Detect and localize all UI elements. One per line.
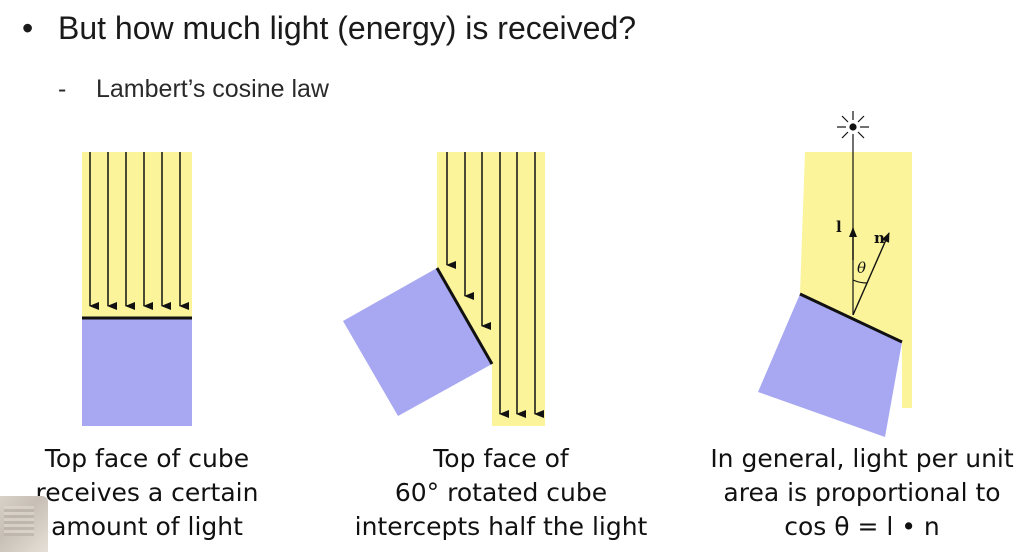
light-vector-label: l	[836, 218, 842, 236]
caption-line: Top face of cube	[44, 444, 250, 473]
top-face-edge	[435, 267, 494, 365]
light-region	[437, 152, 545, 426]
webcam-thumbnail	[0, 496, 48, 552]
caption-rotated-cube: Top face of 60° rotated cube intercepts …	[340, 442, 662, 544]
slide-heading: But how much light (energy) is received?	[58, 10, 637, 46]
bullet-marker: •	[22, 10, 34, 46]
light-rays	[89, 152, 189, 310]
caption-line: In general, light per unit	[710, 444, 1014, 473]
caption-line: cos θ = l • n	[784, 512, 940, 541]
diagram-rotated-cube	[343, 152, 545, 426]
caption-line: amount of light	[51, 512, 243, 541]
normal-vector-label: n	[874, 229, 885, 247]
light-region	[800, 152, 912, 408]
normal-vector	[852, 232, 890, 316]
caption-line: area is proportional to	[723, 478, 1001, 507]
light-region	[82, 152, 192, 318]
cube-face	[82, 318, 192, 426]
diagram-general-case: l n θ	[758, 111, 912, 437]
top-face-edge	[799, 292, 903, 344]
sub-heading: Lambert’s cosine law	[96, 75, 329, 103]
caption-line: 60° rotated cube	[394, 478, 608, 507]
caption-line: receives a certain	[35, 478, 259, 507]
caption-general-case: In general, light per unit area is propo…	[702, 442, 1022, 544]
cube-face	[343, 268, 492, 416]
cube-face	[758, 294, 902, 437]
angle-label: θ	[857, 259, 866, 277]
angle-arc	[852, 279, 868, 284]
caption-line: intercepts half the light	[354, 512, 648, 541]
caption-line: Top face of	[433, 444, 569, 473]
caption-flat-cube: Top face of cube receives a certain amou…	[20, 442, 274, 544]
sun-icon	[837, 111, 869, 143]
diagram-flat-cube	[82, 152, 192, 426]
sub-bullet-marker: -	[58, 75, 67, 103]
light-rays	[446, 152, 544, 418]
